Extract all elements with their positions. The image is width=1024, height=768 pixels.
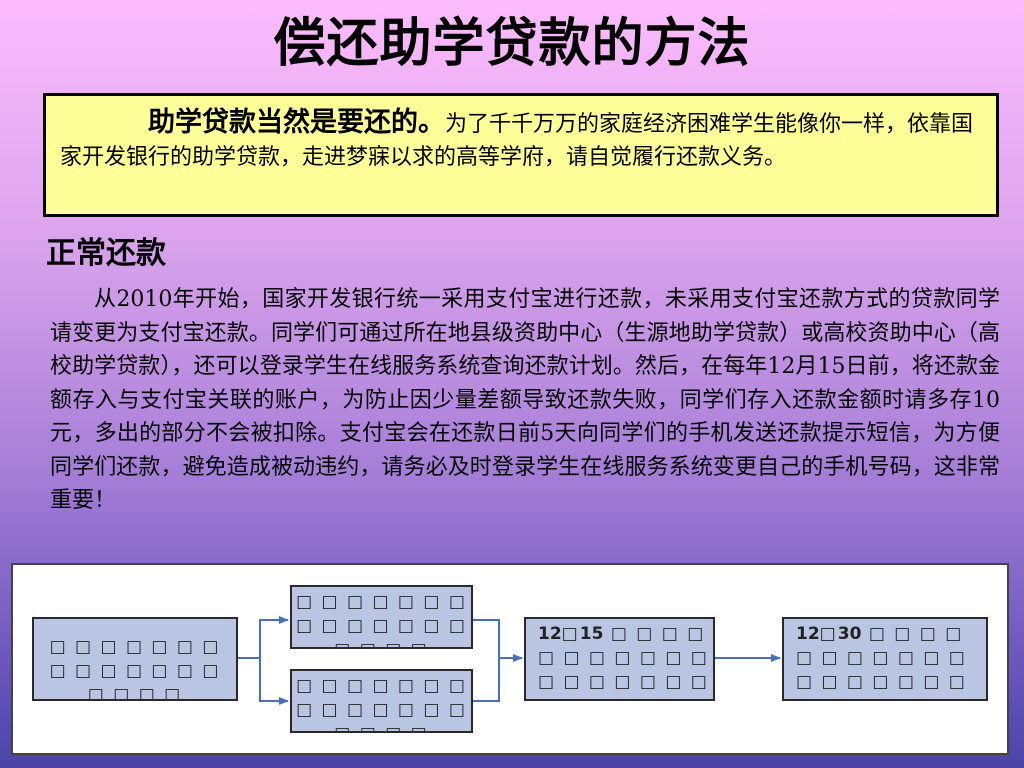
flow-node-start-text: □ □ □ □ □ □ □ □ □ □ □ □ □ □ □ □ □ □ (49, 637, 221, 701)
flow-node-dec15: 12□15 □ □ □ □ □ □ □ □ □ □ □ □ □ □ □ □ □ … (524, 617, 715, 701)
flow-node-dec30: 12□30 □ □ □ □ □ □ □ □ □ □ □ □ □ □ □ □ □ … (782, 617, 988, 701)
flow-node-dec15-text: □ □ □ □ □ □ □ □ □ □ □ □ □ □ □ □ □ □ □ □ … (538, 624, 709, 699)
dec30-sep: □ (819, 624, 838, 644)
connector-fork (238, 616, 289, 659)
intro-text: 为了千千万万的家庭经济困难学生能像你一样，依靠国家开发银行的助学贷款，走进梦寐以… (60, 112, 974, 170)
dec30-month: 12 (796, 624, 820, 644)
dec15-sep: □ (561, 624, 580, 644)
page-title: 偿还助学贷款的方法 (273, 14, 751, 74)
dec15-day: 15 (579, 624, 604, 644)
flow-node-lower: □ □ □ □ □ □ □ □ □ □ □ □ □ □ □ □ □ □ (290, 669, 473, 733)
flow-node-start: □ □ □ □ □ □ □ □ □ □ □ □ □ □ □ □ □ □ (32, 617, 238, 701)
section-heading: 正常还款 (46, 236, 166, 271)
intro-lead: 助学贷款当然是要还的。 (148, 107, 445, 138)
flow-node-dec30-text: □ □ □ □ □ □ □ □ □ □ □ □ □ □ □ □ □ □ □ □ (796, 624, 967, 699)
dec30-day: 30 (837, 624, 862, 644)
flow-node-lower-text: □ □ □ □ □ □ □ □ □ □ □ □ □ □ □ □ □ □ (296, 676, 467, 731)
dec15-month: 12 (538, 624, 562, 644)
repayment-paragraph: 从2010年开始，国家开发银行统一采用支付宝进行还款，未采用支付宝还款方式的贷款… (50, 287, 1000, 513)
flow-node-upper: □ □ □ □ □ □ □ □ □ □ □ □ □ □ □ □ □ □ (290, 585, 473, 649)
connector-merge-upper (473, 619, 500, 658)
connector-fork-lower (259, 658, 289, 705)
flow-node-upper-text: □ □ □ □ □ □ □ □ □ □ □ □ □ □ □ □ □ □ (296, 592, 467, 647)
flow-connectors (238, 616, 781, 705)
connector-merge-lower (473, 654, 523, 702)
intro-callout: 助学贷款当然是要还的。为了千千万万的家庭经济困难学生能像你一样，依靠国家开发银行… (43, 93, 999, 217)
flow-diagram: □ □ □ □ □ □ □ □ □ □ □ □ □ □ □ □ □ □ □ □ … (11, 563, 1009, 755)
